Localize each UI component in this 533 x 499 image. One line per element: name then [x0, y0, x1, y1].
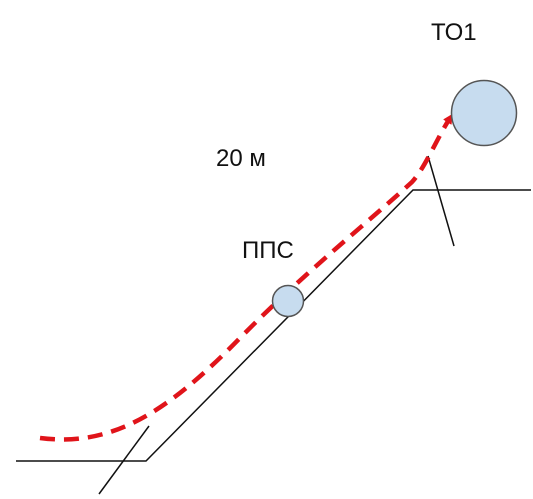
slope-lines	[16, 155, 531, 495]
bottom-tick-line	[98, 425, 150, 495]
route-dashed-arrow	[39, 113, 453, 442]
point-circle-pps	[271, 284, 305, 318]
top-tick-line	[427, 155, 455, 247]
distance-label: 20 м	[216, 145, 266, 172]
target-label: ТО1	[431, 19, 477, 46]
target-circle-to1	[450, 79, 518, 147]
point-label: ППС	[242, 237, 294, 264]
ground-contour-line	[16, 189, 531, 462]
